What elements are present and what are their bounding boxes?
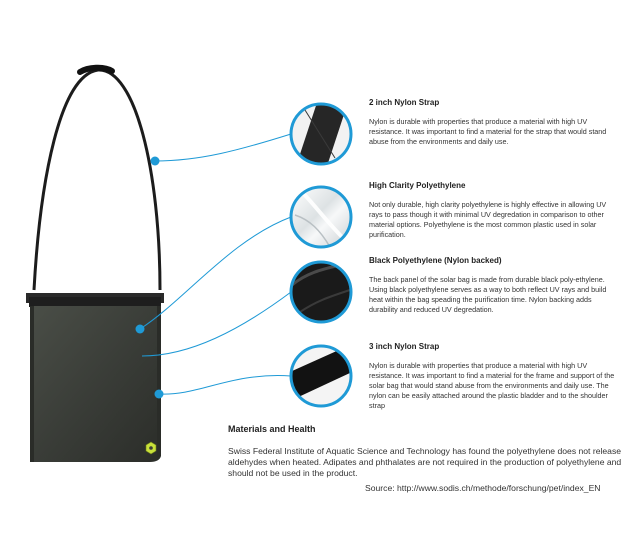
swatch-clear-polyethylene — [289, 185, 353, 249]
callout-body: Not only durable, high clarity polyethyl… — [369, 200, 607, 239]
connector-lines — [139, 133, 292, 395]
callout-title: 3 inch Nylon Strap — [369, 342, 440, 351]
anchor-dots — [135, 156, 164, 399]
callout-3-inch-nylon-strap: 3 inch Nylon Strap Nylon is durable with… — [369, 342, 619, 411]
anchor-dot-frame-strap — [154, 389, 164, 399]
swatch-3-inch-strap — [289, 344, 353, 408]
swatch-2-inch-strap — [289, 102, 353, 166]
callout-high-clarity-polyethylene: High Clarity Polyethylene Not only durab… — [369, 181, 619, 240]
callout-title: Black Polyethylene (Nylon backed) — [369, 256, 502, 265]
callout-body: The back panel of the solar bag is made … — [369, 275, 607, 314]
callout-title: High Clarity Polyethylene — [369, 181, 466, 190]
materials-health-body: Swiss Federal Institute of Aquatic Scien… — [228, 446, 622, 478]
swatch-black-polyethylene — [289, 260, 353, 324]
materials-health-source: Source: http://www.sodis.ch/methode/fors… — [365, 483, 601, 493]
callout-body: Nylon is durable with properties that pr… — [369, 117, 607, 146]
callout-2-inch-nylon-strap: 2 inch Nylon Strap Nylon is durable with… — [369, 98, 619, 147]
solar-bag — [26, 293, 164, 462]
materials-health-title: Materials and Health — [228, 424, 316, 434]
callout-body: Nylon is durable with properties that pr… — [369, 361, 615, 410]
anchor-dot-strap — [150, 156, 160, 166]
callout-title: 2 inch Nylon Strap — [369, 98, 440, 107]
callout-black-polyethylene: Black Polyethylene (Nylon backed) The ba… — [369, 256, 619, 315]
shoulder-strap — [32, 64, 162, 291]
anchor-dot-black-panel — [135, 324, 145, 334]
